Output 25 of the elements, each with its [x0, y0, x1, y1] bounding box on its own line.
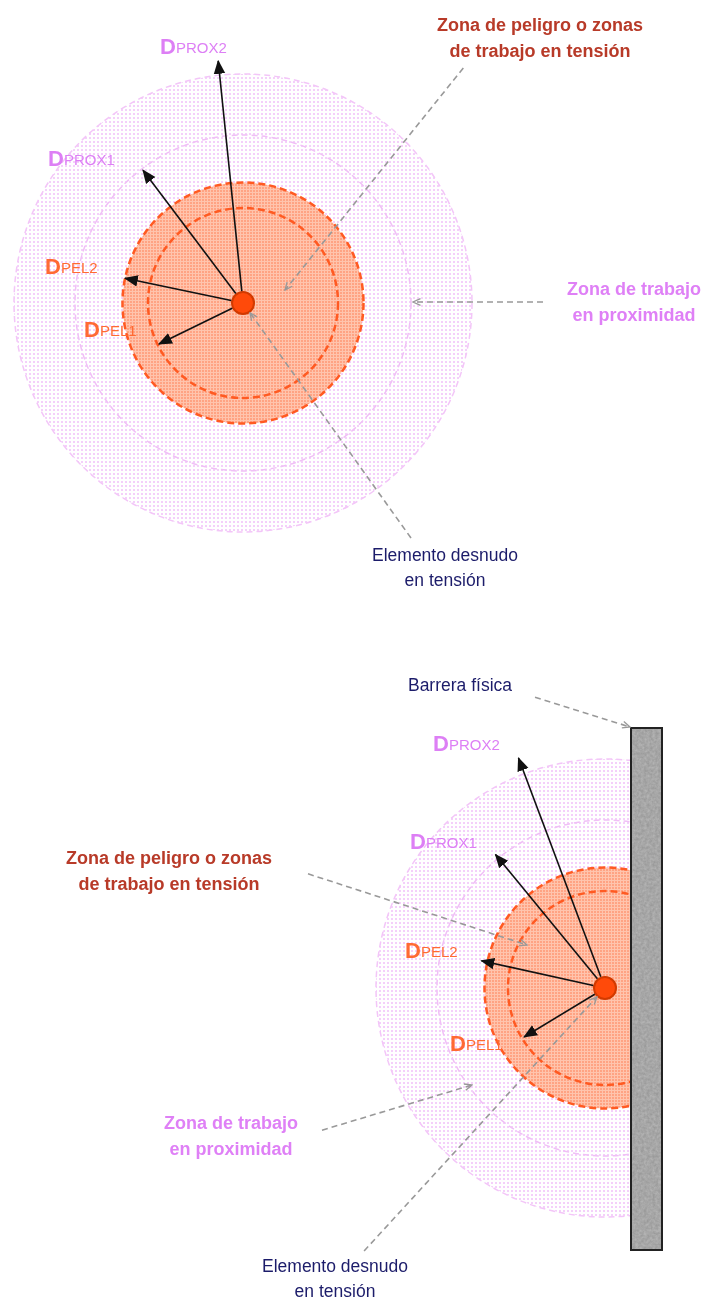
proximity-zone — [375, 758, 630, 1218]
leader-arrow — [284, 67, 465, 291]
callout-text: Barrera física — [385, 670, 535, 702]
distance-arrow — [480, 957, 595, 987]
distance-arrow — [494, 853, 599, 980]
distance-arrow — [157, 307, 233, 345]
leader-arrow — [307, 873, 528, 947]
distance-arrow — [142, 169, 237, 295]
callout-text: Elemento desnudo en tensión — [345, 538, 545, 598]
leader-arrow — [363, 996, 598, 1252]
proximity-zone — [13, 73, 473, 533]
leader-arrow — [534, 696, 631, 729]
leader-arrow — [321, 1083, 473, 1131]
distance-arrow — [213, 59, 243, 292]
leader-arrow — [412, 298, 544, 306]
callout-text: Elemento desnudo en tensión — [238, 1251, 432, 1307]
distance-arrow — [517, 756, 602, 978]
callout-text: Zona de trabajo en proximidad — [140, 1107, 322, 1165]
callout-text: Zona de trabajo en proximidad — [543, 272, 725, 332]
distance-arrow — [123, 275, 233, 302]
distance-arrow — [523, 993, 596, 1038]
leader-arrow — [249, 311, 412, 539]
callout-text: Zona de peligro o zonas de trabajo en tensión — [398, 8, 682, 68]
callout-text: Zona de peligro o zonas de trabajo en tensión — [30, 843, 308, 899]
physical-barrier — [630, 727, 663, 1251]
